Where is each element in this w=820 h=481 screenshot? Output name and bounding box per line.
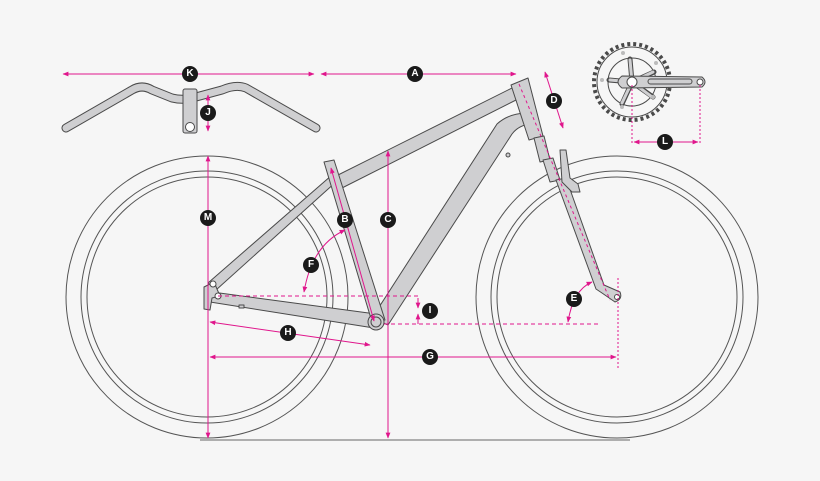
fork (533, 135, 622, 303)
label-b-badge: B (337, 212, 353, 228)
chainring (592, 42, 672, 122)
label-g-badge: G (422, 349, 438, 365)
label-i-badge: I (422, 303, 438, 319)
label-h-badge: H (280, 325, 296, 341)
crank-arm (617, 75, 706, 89)
label-j-badge: J (200, 105, 216, 121)
measurement-lines (62, 71, 701, 439)
label-f-badge: F (303, 257, 319, 273)
label-m-badge: M (200, 210, 216, 226)
label-e-badge: E (566, 291, 582, 307)
label-a-badge: A (407, 66, 423, 82)
label-l-badge: L (657, 134, 673, 150)
stem (182, 88, 198, 134)
label-c-badge: C (380, 212, 396, 228)
label-k-badge: K (182, 66, 198, 82)
label-d-badge: D (546, 93, 562, 109)
front-wheel (475, 155, 759, 439)
frame (203, 77, 544, 331)
